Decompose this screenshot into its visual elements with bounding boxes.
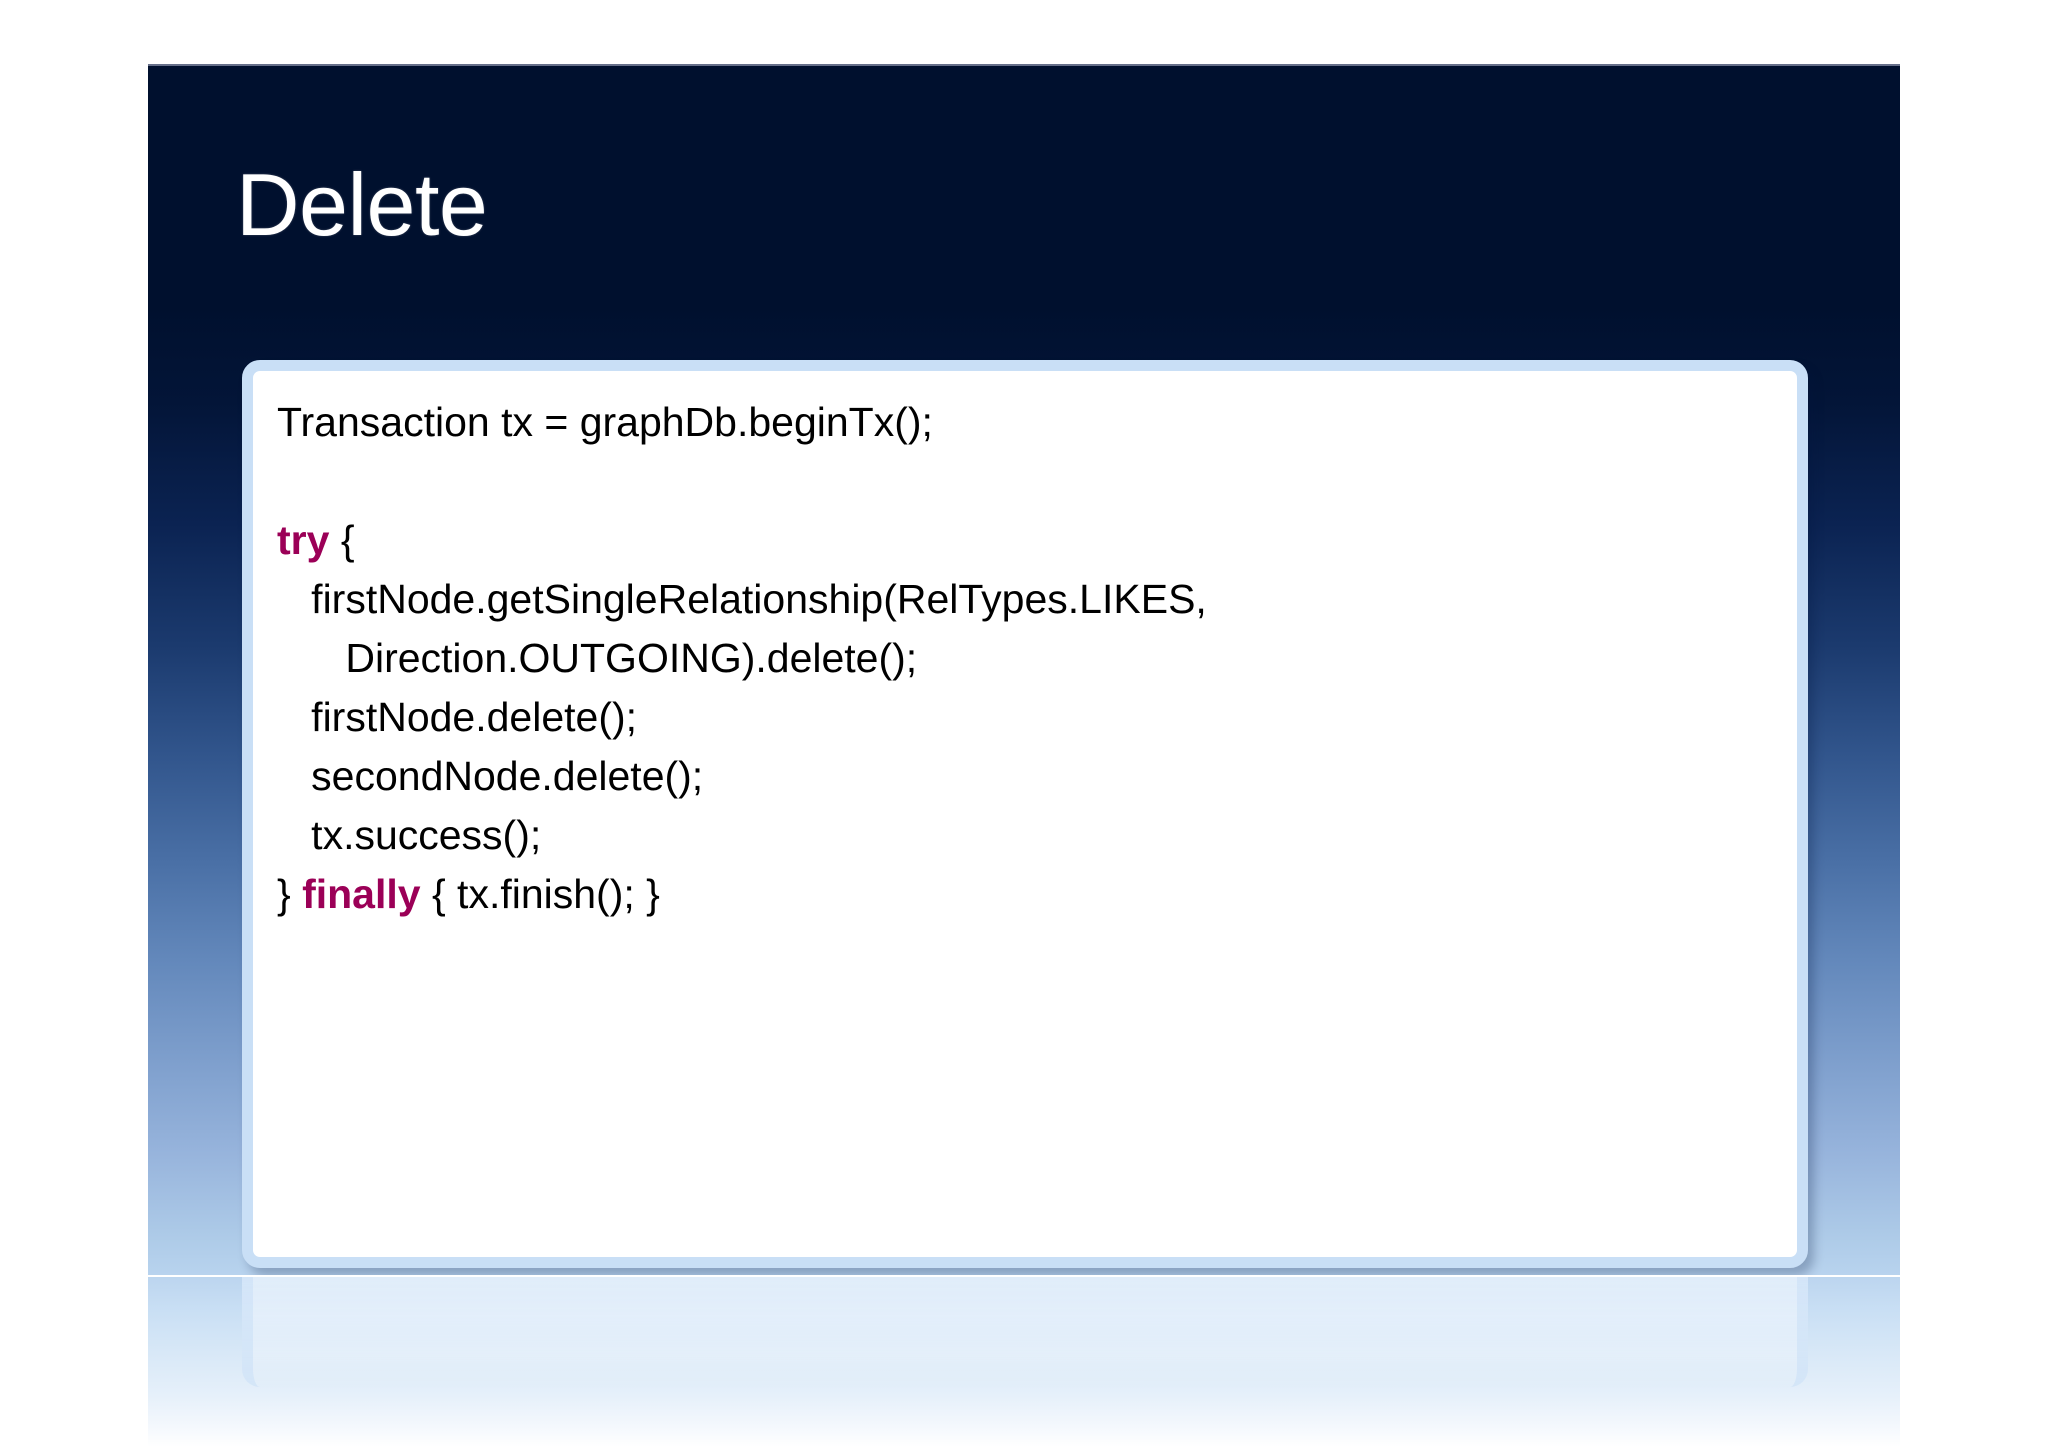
code-text: tx.success(); <box>277 812 542 858</box>
code-block: Transaction tx = graphDb.beginTx(); try … <box>277 393 1783 924</box>
presentation-slide: Delete Transaction tx = graphDb.beginTx(… <box>148 64 1900 1275</box>
code-text: { <box>329 517 355 563</box>
code-keyword: finally <box>302 871 421 917</box>
code-content-card: Transaction tx = graphDb.beginTx(); try … <box>242 360 1808 1268</box>
code-line: tx.success(); <box>277 806 1783 865</box>
page-title: Delete <box>236 155 488 254</box>
code-line: Direction.OUTGOING).delete(); <box>277 629 1783 688</box>
code-line: } finally { tx.finish(); } <box>277 865 1783 924</box>
code-line: secondNode.delete(); <box>277 747 1783 806</box>
code-line: Transaction tx = graphDb.beginTx(); <box>277 393 1783 452</box>
slide-top-rule <box>148 64 1900 66</box>
code-text: secondNode.delete(); <box>277 753 704 799</box>
code-text: firstNode.getSingleRelationship(RelTypes… <box>277 576 1207 622</box>
code-line <box>277 452 1783 511</box>
code-text: firstNode.delete(); <box>277 694 638 740</box>
code-line: firstNode.getSingleRelationship(RelTypes… <box>277 570 1783 629</box>
code-text: } <box>277 871 303 917</box>
code-keyword: try <box>277 517 330 563</box>
code-text: Direction.OUTGOING).delete(); <box>277 635 918 681</box>
code-line: try { <box>277 511 1783 570</box>
slide-reflection <box>148 1277 1900 1447</box>
code-text: Transaction tx = graphDb.beginTx(); <box>277 399 933 445</box>
reflection-card <box>242 1277 1808 1387</box>
code-line: firstNode.delete(); <box>277 688 1783 747</box>
code-text: { tx.finish(); } <box>420 871 660 917</box>
